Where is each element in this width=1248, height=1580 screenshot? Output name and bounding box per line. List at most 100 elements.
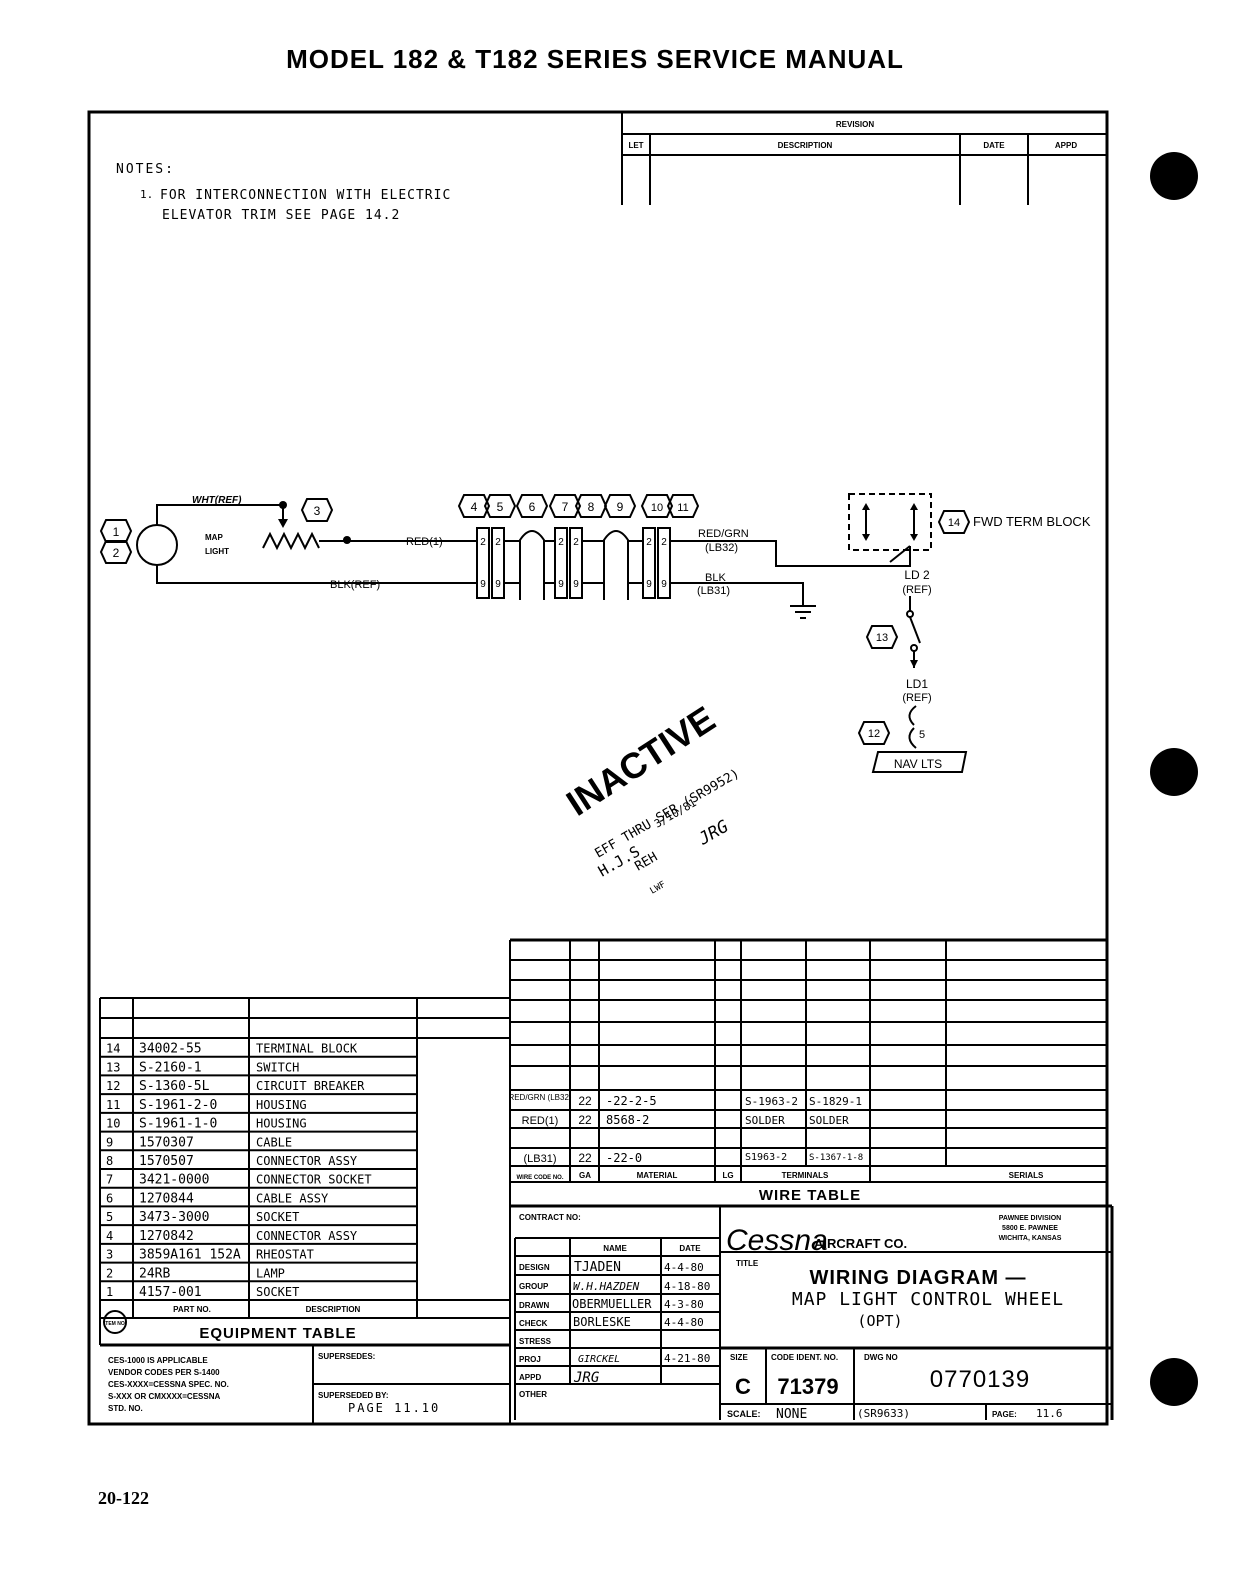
supersedes-label: SUPERSEDES:	[318, 1352, 375, 1361]
wht-ref-label: WHT(REF)	[192, 495, 242, 506]
equipment-item-number: 11	[106, 1098, 120, 1112]
equipment-part-number: 34002-55	[139, 1042, 202, 1057]
wire-material-1: -22-2-5	[606, 1094, 657, 1108]
notes-line-1: FOR INTERCONNECTION WITH ELECTRIC	[160, 188, 451, 203]
wire-terminal-2b: SOLDER	[809, 1114, 849, 1127]
wire-col-terminals: TERMINALS	[782, 1171, 829, 1180]
ld2-ref: (REF)	[902, 584, 931, 596]
equipment-part-number: 3859A161 152A	[139, 1248, 241, 1263]
wire-col-serials: SERIALS	[1009, 1171, 1044, 1180]
pin-label: 9	[495, 579, 501, 590]
map-light-symbol	[136, 524, 178, 566]
spec-notes: CES-1000 IS APPLICABLE VENDOR CODES PER …	[108, 1205, 511, 1424]
binder-hole	[1150, 1358, 1198, 1406]
page-footer: 20-122	[98, 1488, 149, 1508]
pin-label: 9	[573, 579, 579, 590]
nav-lts-block	[871, 751, 968, 773]
wire-code-1: RED/GRN (LB32)	[508, 1093, 571, 1102]
pin-label: 2	[495, 537, 501, 548]
ld1-ref: (REF)	[902, 692, 931, 704]
equipment-table-title: EQUIPMENT TABLE	[199, 1325, 356, 1342]
wire-col-ga: GA	[579, 1171, 591, 1180]
blk-code: (LB31)	[697, 585, 730, 597]
equipment-part-number: 1270842	[139, 1229, 194, 1244]
revision-col-date: DATE	[983, 141, 1005, 150]
map-light-circuit: 1 2 MAP LIGHT WHT(REF) BLK(REF) 3 RED(1)	[100, 495, 477, 591]
equipment-description: CONNECTOR SOCKET	[256, 1173, 372, 1187]
map-light-label-1: MAP	[205, 533, 223, 542]
drawn-name: OBERMUELLER	[572, 1297, 652, 1311]
pin-label: 9	[480, 579, 486, 590]
item-7-label: 7	[562, 500, 569, 514]
fwd-term-block-label: FWD TERM BLOCK	[973, 514, 1091, 529]
ces-line-2: VENDOR CODES PER S-1400	[108, 1368, 220, 1377]
item-10-label: 10	[651, 502, 663, 514]
equipment-item-number: 1	[106, 1285, 113, 1299]
proj-date: 4-21-80	[664, 1352, 710, 1365]
code-ident-value: 71379	[777, 1374, 838, 1399]
pin-label: 9	[558, 579, 564, 590]
wire-terminal-3b: S-1367-1-8	[809, 1153, 863, 1163]
equipment-item-number: 3	[106, 1248, 113, 1262]
division-line-1: PAWNEE DIVISION	[999, 1215, 1062, 1222]
item-6-label: 6	[529, 500, 536, 514]
blk-ref-label: BLK(REF)	[330, 579, 380, 591]
pin-label: 9	[646, 579, 652, 590]
equipment-description: LAMP	[256, 1266, 285, 1280]
wire-material-3: -22-0	[606, 1151, 642, 1165]
revision-col-let: LET	[628, 141, 643, 150]
ces-line-1: CES-1000 IS APPLICABLE	[108, 1356, 208, 1365]
title-block: CONTRACT NO: NAME DATE DESIGN TJADEN 4-4…	[510, 1204, 1114, 1422]
wire-code-3: (LB31)	[523, 1153, 556, 1165]
equipment-part-number: S-1961-1-0	[139, 1117, 217, 1132]
equipment-col-item: ITEM NO.	[104, 1321, 127, 1327]
equipment-description: SOCKET	[256, 1210, 299, 1224]
other-label: OTHER	[519, 1390, 547, 1399]
item-5-label: 5	[497, 500, 504, 514]
equipment-item-number: 13	[106, 1060, 120, 1074]
revision-col-appd: APPD	[1055, 141, 1077, 150]
equipment-description: CONNECTOR ASSY	[256, 1229, 358, 1243]
page-label: PAGE:	[992, 1410, 1017, 1419]
proj-label: PROJ	[519, 1355, 541, 1364]
pin-label: 2	[573, 537, 579, 548]
terminal-block	[848, 493, 932, 551]
equipment-part-number: 1570507	[139, 1154, 194, 1169]
dwg-no-label: DWG NO	[864, 1353, 898, 1362]
page-value: 11.6	[1036, 1407, 1063, 1420]
item-3-label: 3	[314, 504, 321, 518]
equipment-item-number: 6	[106, 1191, 113, 1205]
ces-line-4: S-XXX OR CMXXXX=CESSNA	[108, 1392, 220, 1401]
equipment-description: SWITCH	[256, 1060, 299, 1074]
equipment-item-number: 7	[106, 1173, 113, 1187]
appd-name: JRG	[573, 1370, 600, 1386]
equipment-part-number: 24RB	[139, 1266, 170, 1281]
check-date: 4-4-80	[664, 1316, 704, 1329]
inactive-stamp: INACTIVE EFF THRU SER (SR9952) 3/10/81 H…	[559, 698, 742, 897]
item-2-label: 2	[113, 546, 120, 560]
pin-label: 2	[558, 537, 564, 548]
size-value: C	[735, 1374, 751, 1399]
pin-label: 2	[661, 537, 667, 548]
scale-label: SCALE:	[727, 1409, 761, 1419]
equipment-col-part: PART NO.	[173, 1305, 211, 1314]
switch-symbol	[909, 616, 921, 644]
map-light-label-2: LIGHT	[205, 547, 229, 556]
equipment-item-number: 14	[106, 1042, 120, 1056]
stamp-signature: JRG	[695, 817, 732, 850]
wire-table: RED/GRN (LB32) 22 -22-2-5 S-1963-2 S-182…	[508, 938, 1107, 1207]
equipment-part-number: 1570307	[139, 1135, 194, 1150]
item-9-label: 9	[617, 500, 624, 514]
equipment-item-number: 5	[106, 1210, 113, 1224]
blk-label: BLK	[705, 572, 726, 584]
equipment-item-number: 2	[106, 1266, 113, 1280]
equipment-part-number: 1270844	[139, 1191, 194, 1206]
equipment-item-number: 10	[106, 1117, 120, 1131]
equipment-description: SOCKET	[256, 1285, 299, 1299]
pin-5-label: 5	[919, 729, 925, 741]
